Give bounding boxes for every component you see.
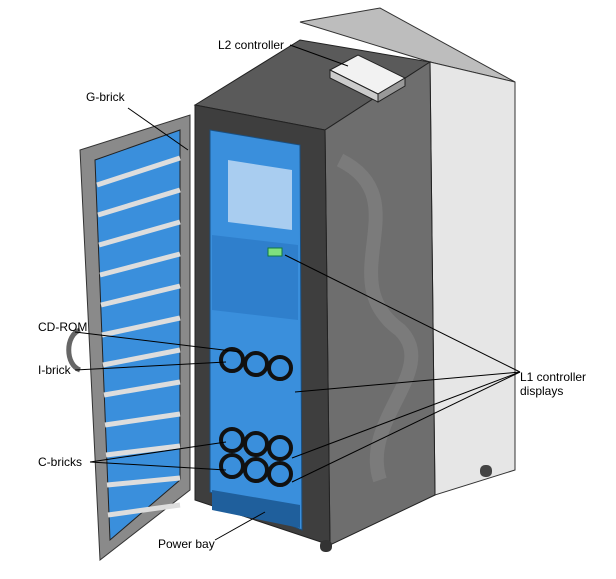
label-l2-controller: L2 controller [218, 38, 285, 52]
l2-controller-box [328, 54, 407, 103]
label-c-bricks: C-bricks [38, 455, 82, 469]
label-i-brick: I-brick [38, 363, 71, 377]
l1-display [267, 247, 283, 257]
gray-back-cabinet [299, 7, 516, 496]
front-bricks [209, 129, 303, 531]
open-door[interactable] [66, 114, 191, 561]
label-g-brick: G-brick [86, 90, 125, 104]
label-l1-displays: displays [520, 384, 564, 398]
power-bay [212, 490, 300, 528]
leader-lines [74, 44, 521, 541]
label-l1-controller: L1 controller [520, 370, 587, 384]
label-cd-rom: CD-ROM [38, 320, 88, 334]
label-power-bay: Power bay [158, 537, 215, 551]
